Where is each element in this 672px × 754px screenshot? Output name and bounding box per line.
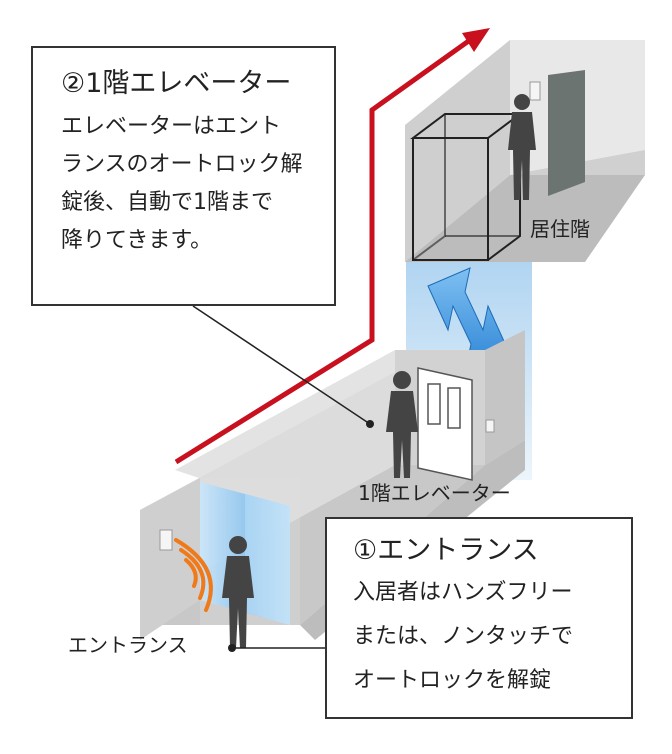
entrance-callout-body: 入居者はハンズフリー または、ノンタッチで オートロックを解錠	[353, 571, 631, 703]
entrance-glass-doors	[200, 482, 290, 625]
ground-elevator-door	[417, 367, 473, 481]
residential-intercom	[529, 81, 541, 101]
route-arrow	[174, 28, 490, 465]
elevator-callout-line: ランスのオートロック解	[61, 152, 303, 177]
person-residential	[508, 94, 536, 200]
elevator-callout-line: 錠後、自動で1階まで	[61, 190, 273, 215]
entrance-callout-title: ①エントランス	[353, 535, 539, 566]
first-floor-elevator-label: 1階エレベーター	[358, 481, 511, 505]
elevator-callout-line: 降りてきます。	[61, 228, 213, 253]
entrance-callout: ①エントランス 入居者はハンズフリー または、ノンタッチで オートロックを解錠	[325, 517, 633, 719]
entrance-callout-line: オートロックを解錠	[353, 668, 552, 693]
person-entrance	[222, 536, 254, 648]
residential-floor-label: 居住階	[530, 217, 590, 241]
elevator-callout: ②1階エレベーター エレベーターはエント ランスのオートロック解 錠後、自動で1…	[31, 46, 336, 306]
entrance-label: エントランス	[68, 633, 188, 657]
elevator-callout-title: ②1階エレベーター	[61, 68, 292, 99]
wireless-signal-icon	[174, 538, 213, 612]
person-ground-elevator	[386, 371, 418, 478]
entrance-callout-line: または、ノンタッチで	[353, 624, 574, 649]
entrance-callout-dot	[228, 644, 236, 652]
residential-door	[548, 70, 585, 196]
entrance-callout-line: 入居者はハンズフリー	[353, 580, 573, 605]
elevator-callout-line: エレベーターはエント	[61, 114, 282, 139]
entrance-intercom	[159, 529, 173, 551]
ground-elevator-button	[485, 419, 495, 433]
elevator-callout-dot	[366, 420, 374, 428]
elevator-callout-leader	[192, 305, 371, 425]
elevator-callout-body: エレベーターはエント ランスのオートロック解 錠後、自動で1階まで 降りてきます…	[61, 108, 334, 260]
